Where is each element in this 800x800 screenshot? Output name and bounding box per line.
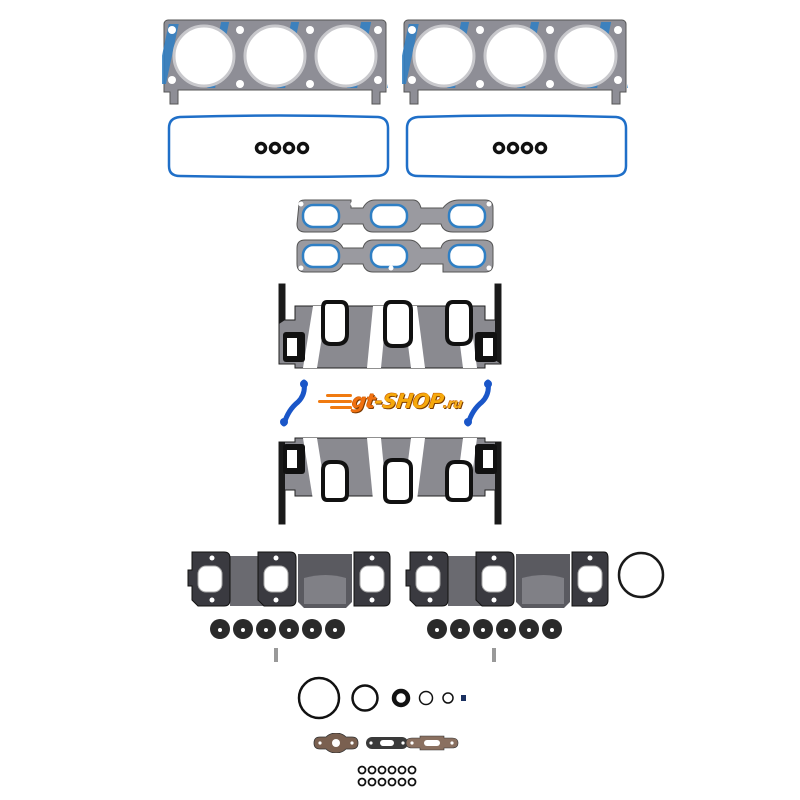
coolant-tube-left bbox=[278, 378, 310, 428]
exhaust-gasket-left bbox=[186, 548, 392, 610]
tiny-o-rings bbox=[356, 764, 420, 790]
large-o-ring bbox=[616, 550, 666, 600]
valve-cover-gasket-left bbox=[166, 114, 392, 180]
head-gasket-right bbox=[402, 18, 628, 106]
watermark-logo: gt-SHOP.ru bbox=[318, 386, 478, 416]
head-gasket-left bbox=[162, 18, 388, 106]
valve-stem-seals-left bbox=[208, 618, 358, 663]
coolant-tube-right bbox=[462, 378, 494, 428]
upper-intake-gasket-bottom bbox=[293, 238, 495, 274]
small-o-rings bbox=[296, 674, 476, 724]
valve-cover-gasket-right bbox=[404, 114, 630, 180]
lower-intake-gasket-bottom bbox=[275, 434, 505, 526]
egr-gaskets bbox=[312, 733, 462, 753]
upper-intake-gasket-top bbox=[293, 198, 495, 234]
logo-streaks bbox=[318, 390, 352, 412]
logo-text: gt-SHOP.ru bbox=[350, 389, 464, 413]
exhaust-gasket-right bbox=[404, 548, 610, 610]
valve-stem-seals-right bbox=[425, 618, 575, 663]
lower-intake-gasket-top bbox=[275, 280, 505, 370]
